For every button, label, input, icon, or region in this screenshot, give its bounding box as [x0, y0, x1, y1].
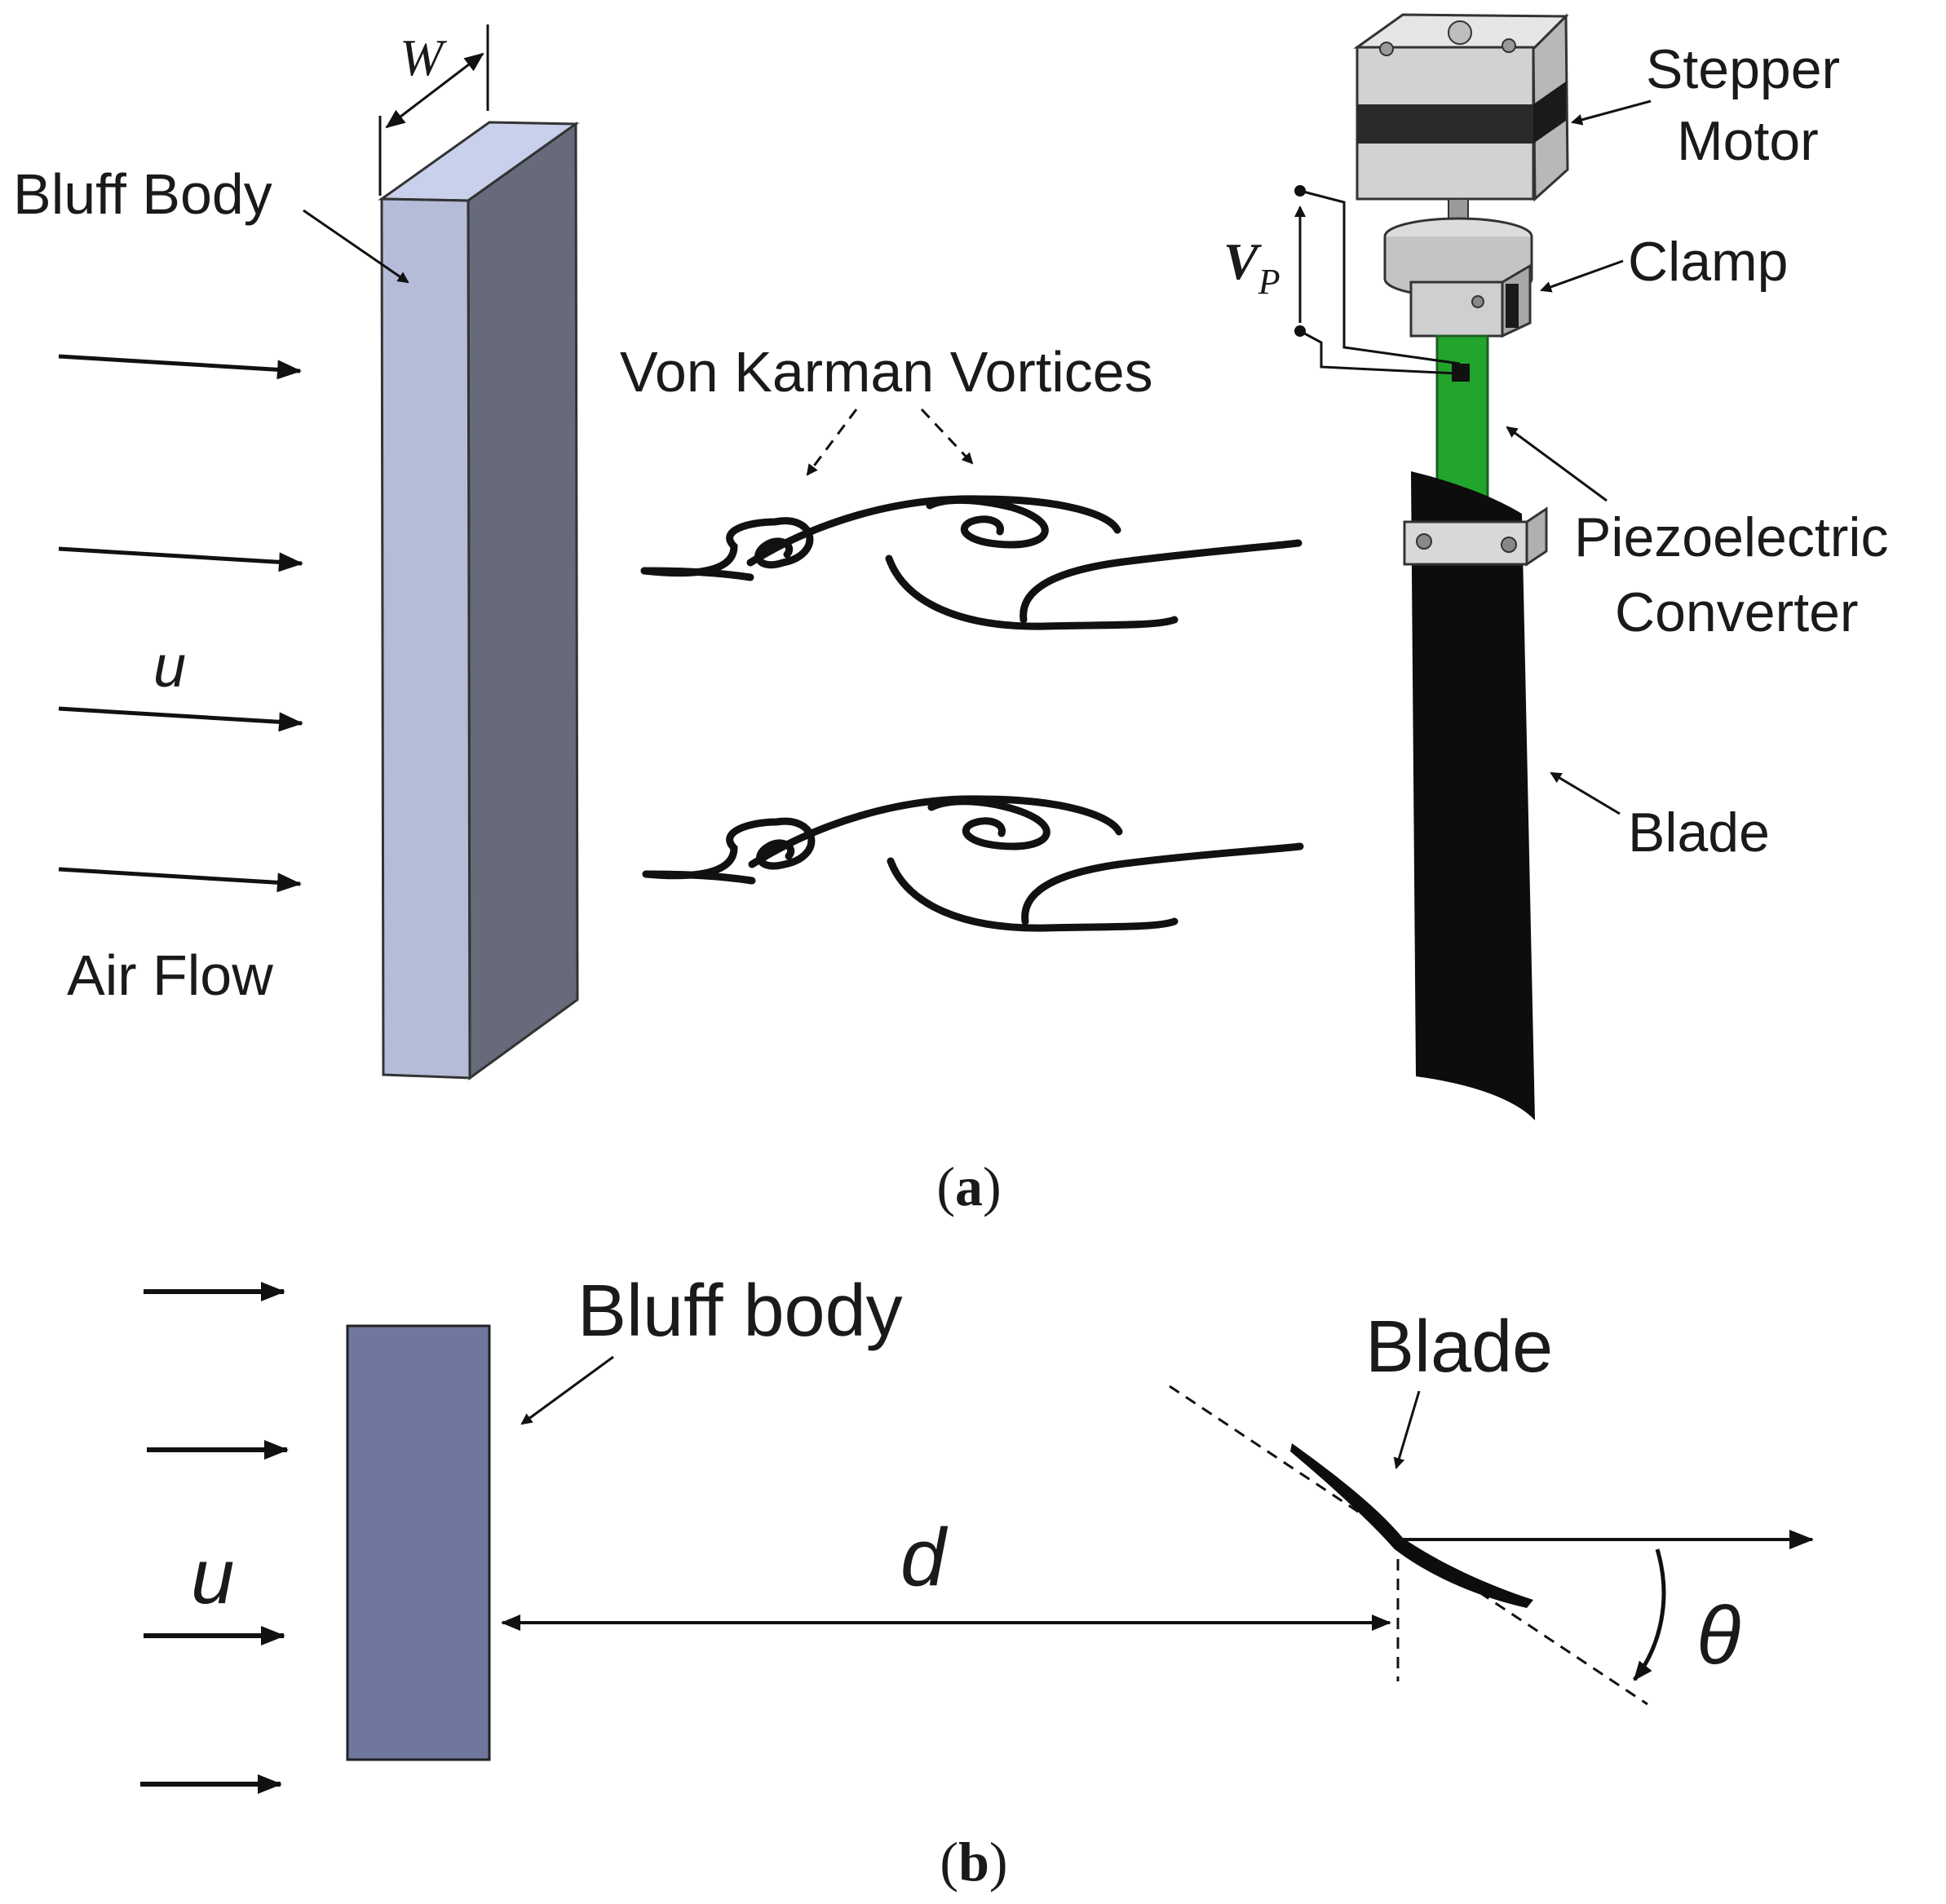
angle-symbol: θ [1696, 1590, 1740, 1681]
velocity-symbol-a: u [153, 634, 186, 700]
stepper-motor-label-line1: Stepper [1646, 38, 1840, 100]
vortex-street-lower [642, 795, 1304, 932]
distance-symbol: d [900, 1512, 949, 1603]
stepper-motor-leader [1571, 99, 1652, 126]
clamp-label: Clamp [1628, 231, 1789, 293]
piezo-label-line2: Converter [1615, 581, 1859, 643]
stepper-motor-label-line2: Motor [1677, 110, 1819, 172]
piezo-label-line1: Piezoelectric [1574, 506, 1889, 568]
bluff-body-2d [346, 1324, 491, 1761]
panel-b: u Bluff body d Blade θ (b) [140, 1270, 1814, 1893]
vortex-pointer-right [920, 408, 974, 465]
flow-arrows-b [140, 1282, 289, 1794]
bluff-body-leader [303, 209, 409, 284]
bluff-body-label: Bluff Body [13, 162, 272, 226]
blade-label-a: Blade [1628, 802, 1770, 864]
clamp-leader [1540, 259, 1624, 293]
air-flow-label: Air Flow [67, 943, 273, 1007]
caption-a: (a) [936, 1155, 1001, 1217]
caption-b: (b) [940, 1831, 1007, 1893]
voltage-wiring [1294, 185, 1461, 375]
bluff-body-front-face [380, 197, 471, 1080]
blade-leader-b [1393, 1390, 1421, 1469]
blade-2d [1290, 1443, 1533, 1608]
vortex-street-upper [640, 495, 1302, 630]
blade-label-b: Blade [1365, 1306, 1553, 1388]
bluff-body-3d [378, 121, 580, 1080]
blade-axis-dashed [1169, 1385, 1648, 1706]
blade-3d [1403, 471, 1548, 1120]
voltage-symbol: VP [1223, 232, 1280, 302]
bluff-body-leader-b [520, 1355, 614, 1425]
velocity-symbol-b: u [191, 1533, 234, 1620]
air-flow-arrows [58, 354, 303, 893]
bluff-body-side-face [467, 121, 579, 1080]
width-dimension [378, 24, 489, 196]
blade-leader-a [1550, 771, 1621, 815]
clamp [1383, 217, 1533, 338]
vortex-pointer-left [806, 409, 858, 476]
stepper-motor [1353, 13, 1569, 234]
bluff-body-label-b: Bluff body [577, 1270, 903, 1352]
panel-a: u Air Flow Bluff Body W Von Karman Vorti… [13, 13, 1889, 1217]
width-symbol: W [400, 29, 448, 86]
angle-arc [1633, 1548, 1666, 1681]
vortices-label: Von Karman Vortices [620, 340, 1153, 404]
piezo-leader [1506, 426, 1608, 502]
